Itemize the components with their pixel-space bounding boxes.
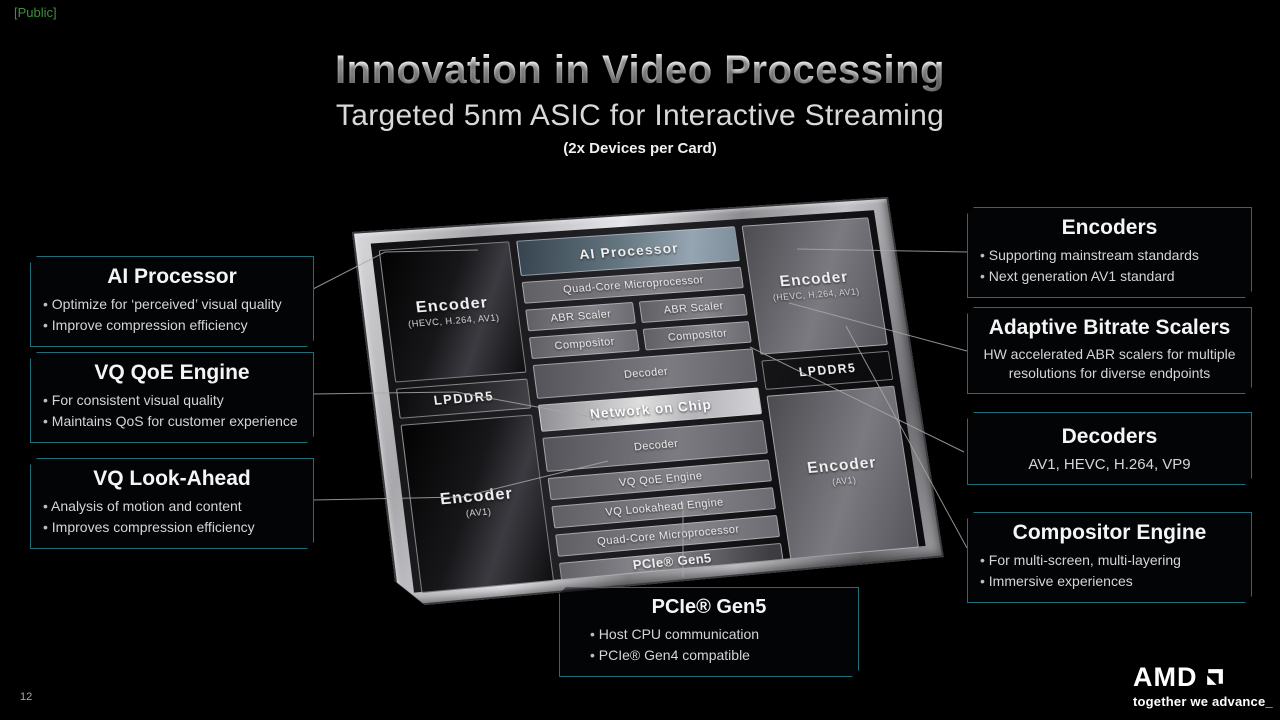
callout-bullet-list: For consistent visual quality Maintains …	[43, 390, 301, 432]
callout-compositor-engine: Compositor Engine For multi-screen, mult…	[967, 512, 1252, 603]
callout-bullet: Improve compression efficiency	[43, 315, 301, 336]
block-label: Decoder	[633, 438, 679, 454]
block-label: PCIe® Gen5	[632, 550, 713, 572]
callout-bullet: Improves compression efficiency	[43, 517, 301, 538]
callout-bullet: Next generation AV1 standard	[980, 266, 1239, 287]
callout-encoders: Encoders Supporting mainstream standards…	[967, 207, 1252, 298]
block-label: Compositor	[554, 336, 616, 352]
callout-bullet-list: Optimize for ‘perceived’ visual quality …	[43, 294, 301, 336]
chip-package-frame: Encoder (HEVC, H.264, AV1) LPDDR5 Encode…	[352, 197, 944, 608]
callout-bullet: PCIe® Gen4 compatible	[590, 645, 846, 666]
asic-chip-diagram: Encoder (HEVC, H.264, AV1) LPDDR5 Encode…	[352, 197, 944, 608]
callout-bullet: Immersive experiences	[980, 571, 1239, 592]
block-label: Decoder	[623, 366, 669, 381]
chip-block-abr-scaler-1: ABR Scaler	[526, 302, 637, 331]
block-label: Compositor	[667, 328, 728, 344]
chip-die-board: Encoder (HEVC, H.264, AV1) LPDDR5 Encode…	[371, 210, 926, 592]
callout-adaptive-bitrate-scalers: Adaptive Bitrate Scalers HW accelerated …	[967, 307, 1252, 394]
callout-text: HW accelerated ABR scalers for multiple …	[980, 345, 1239, 383]
callout-bullet-list: Analysis of motion and content Improves …	[43, 496, 301, 538]
callout-title: VQ QoE Engine	[43, 361, 301, 385]
block-label: LPDDR5	[798, 361, 857, 379]
callout-ai-processor: AI Processor Optimize for ‘perceived’ vi…	[30, 256, 314, 347]
callout-bullet-list: For multi-screen, multi-layering Immersi…	[980, 550, 1239, 592]
callout-bullet: Maintains QoS for customer experience	[43, 411, 301, 432]
block-sublabel: (AV1)	[465, 506, 492, 518]
chip-block-encoder-bottom-left: Encoder (AV1)	[400, 414, 554, 593]
block-label: Encoder	[439, 485, 514, 509]
callout-bullet: For consistent visual quality	[43, 390, 301, 411]
callout-bullet: Optimize for ‘perceived’ visual quality	[43, 294, 301, 315]
block-label: VQ Lookahead Engine	[605, 497, 725, 519]
callout-title: VQ Look-Ahead	[43, 467, 301, 491]
block-label: ABR Scaler	[663, 300, 724, 316]
block-label: AI Processor	[578, 240, 680, 262]
slide-number: 12	[20, 691, 32, 703]
callout-bullet-list: Supporting mainstream standards Next gen…	[980, 245, 1239, 287]
chip-block-encoder-top-right: Encoder (HEVC, H.264, AV1)	[742, 217, 888, 354]
chip-block-lpddr5-right: LPDDR5	[762, 350, 894, 389]
callout-decoders: Decoders AV1, HEVC, H.264, VP9	[967, 412, 1252, 485]
block-label: Quad-Core Microprocessor	[596, 523, 740, 548]
block-label: Quad-Core Microprocessor	[562, 274, 704, 296]
block-label: Network on Chip	[589, 397, 713, 422]
chip-block-encoder-bottom-right: Encoder (AV1)	[767, 385, 919, 559]
amd-logo: AMD together we advance_	[1133, 662, 1273, 709]
callout-title: Compositor Engine	[980, 521, 1239, 545]
chip-block-compositor-1: Compositor	[529, 329, 640, 359]
chip-block-lpddr5-left: LPDDR5	[396, 378, 532, 418]
block-label: ABR Scaler	[550, 308, 612, 324]
callout-text: AV1, HEVC, H.264, VP9	[980, 455, 1239, 474]
callout-vq-qoe-engine: VQ QoE Engine For consistent visual qual…	[30, 352, 314, 443]
chip-block-encoder-top-left: Encoder (HEVC, H.264, AV1)	[379, 241, 527, 382]
amd-logo-text: AMD	[1133, 662, 1198, 693]
callout-title: Encoders	[980, 216, 1239, 240]
callout-pcie-gen5: PCIe® Gen5 Host CPU communication PCIe® …	[559, 587, 859, 677]
block-label: LPDDR5	[433, 389, 495, 408]
callout-vq-look-ahead: VQ Look-Ahead Analysis of motion and con…	[30, 458, 314, 549]
classification-label: [Public]	[14, 5, 57, 20]
callout-bullet: For multi-screen, multi-layering	[980, 550, 1239, 571]
amd-arrow-icon	[1204, 667, 1225, 688]
subtitle-note: (2x Devices per Card)	[0, 140, 1280, 157]
callout-title: AI Processor	[43, 265, 301, 289]
chip-center-column: AI Processor Quad-Core Microprocessor AB…	[516, 226, 783, 580]
amd-tagline: together we advance_	[1133, 694, 1273, 709]
callout-bullet-list: Host CPU communication PCIe® Gen4 compat…	[572, 624, 846, 666]
slide-header: Innovation in Video Processing Targeted …	[0, 48, 1280, 157]
block-label: VQ QoE Engine	[618, 470, 703, 489]
page-subtitle: Targeted 5nm ASIC for Interactive Stream…	[0, 99, 1280, 133]
block-sublabel: (AV1)	[831, 475, 857, 487]
callout-bullet: Host CPU communication	[590, 624, 846, 645]
page-title: Innovation in Video Processing	[0, 48, 1280, 93]
callout-bullet: Supporting mainstream standards	[980, 245, 1239, 266]
block-label: Encoder	[806, 454, 878, 478]
callout-title: Adaptive Bitrate Scalers	[980, 316, 1239, 340]
chip-block-abr-scaler-2: ABR Scaler	[639, 294, 748, 323]
callout-bullet: Analysis of motion and content	[43, 496, 301, 517]
callout-title: Decoders	[980, 425, 1239, 449]
callout-title: PCIe® Gen5	[572, 596, 846, 619]
chip-block-compositor-2: Compositor	[643, 321, 752, 350]
